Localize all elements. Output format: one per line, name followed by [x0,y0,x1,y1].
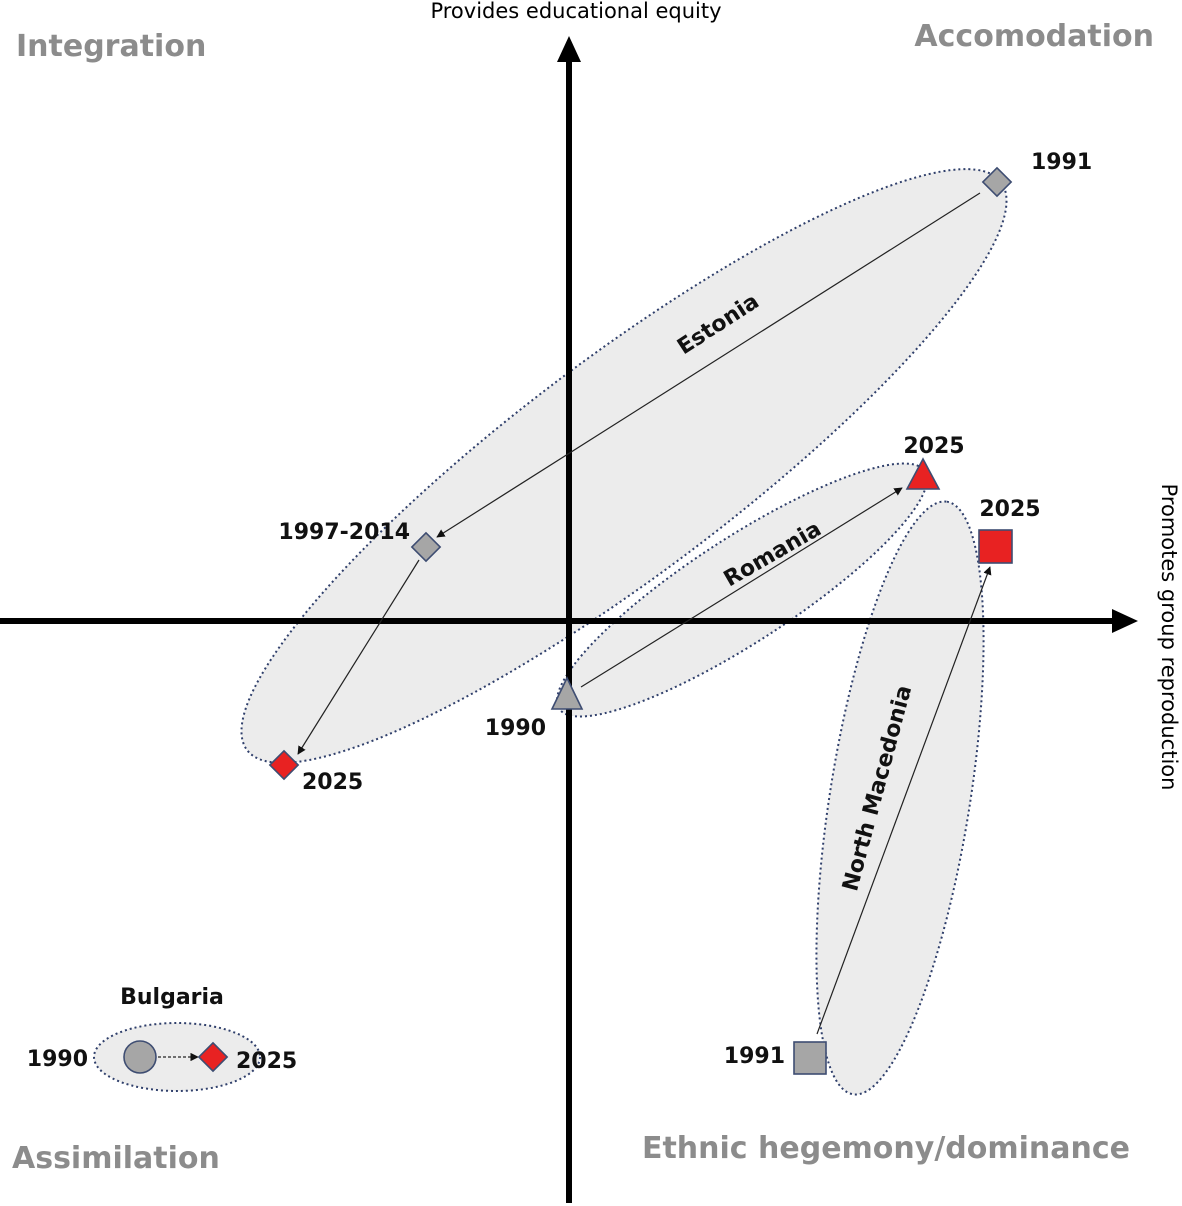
quadrant-integration: Integration [16,29,206,64]
bulgaria-region [93,1022,261,1092]
quadrant-ethnic-hegemony: Ethnic hegemony/dominance [642,1131,1130,1166]
romania-1990-triangle [550,676,584,710]
estonia-year-1991: 1991 [1031,150,1092,175]
north-macedonia-year-2025: 2025 [979,497,1040,522]
bulgaria-year-2025: 2025 [236,1049,297,1074]
bulgaria-label: Bulgaria [120,985,224,1010]
bulgaria-1990-circle [123,1040,157,1074]
x-axis-arrowhead [1112,609,1138,633]
north-macedonia-arrow [816,566,992,1035]
estonia-arrow-1991-to-1997 [436,192,981,538]
estonia-2025-diamond [268,749,300,781]
quadrant-assimilation: Assimilation [12,1141,220,1176]
romania-arrow [580,487,903,688]
estonia-year-1997-2014: 1997-2014 [278,520,410,545]
y-axis-arrowhead [557,36,581,62]
estonia-year-2025: 2025 [302,770,363,795]
north-macedonia-1991-square [793,1041,827,1075]
bulgaria-2025-diamond [197,1041,229,1073]
north-macedonia-2025-square [978,529,1013,564]
estonia-1997-2014-diamond [410,531,442,563]
north-macedonia-year-1991: 1991 [724,1044,785,1069]
quadrant-accomodation: Accomodation [914,19,1154,54]
y-axis-title: Provides educational equity [430,0,721,23]
romania-year-2025: 2025 [903,434,964,459]
estonia-arrow-1997-to-2025 [297,559,420,755]
romania-year-1990: 1990 [485,716,546,741]
x-axis-title: Promotes group reproduction [1157,484,1181,791]
north-macedonia-region [815,500,985,1096]
estonia-1991-diamond [981,166,1013,198]
bulgaria-year-1990: 1990 [27,1047,88,1072]
romania-2025-triangle [905,457,941,490]
